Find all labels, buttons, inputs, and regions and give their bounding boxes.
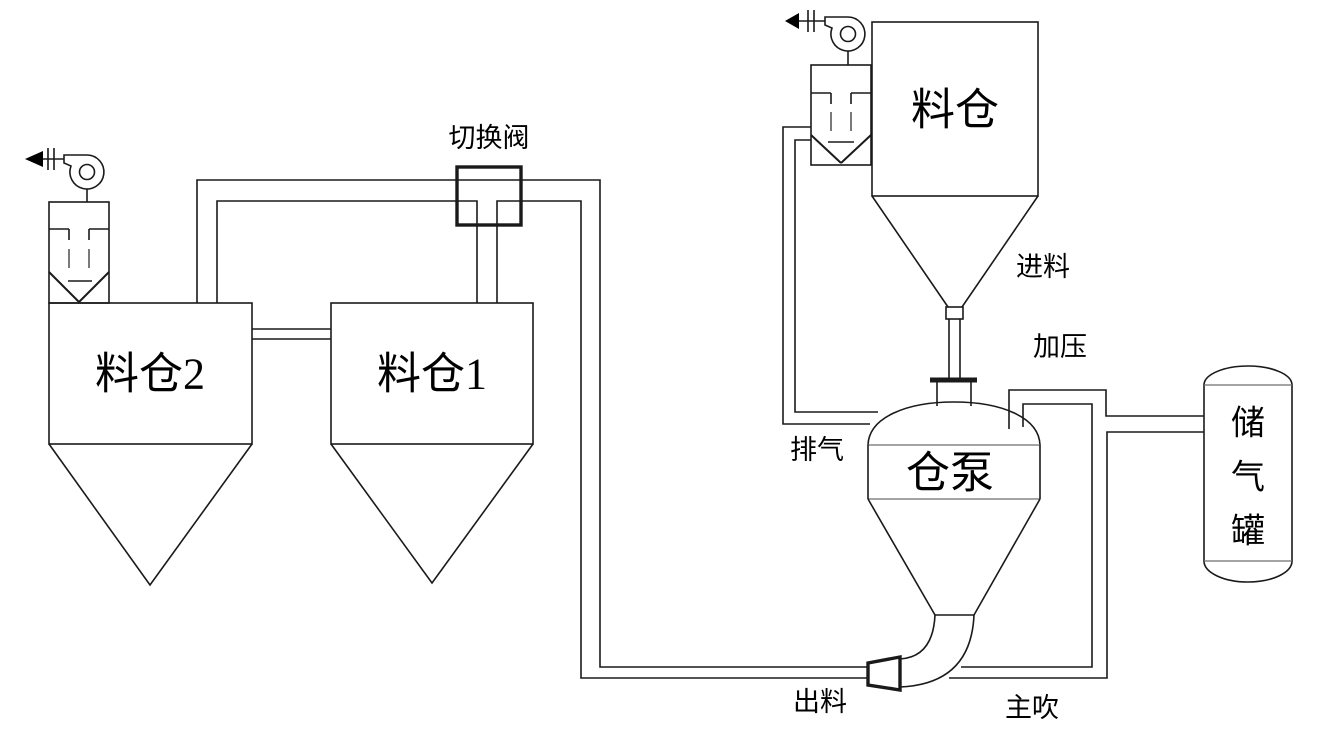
pipe-main-blow	[949, 403, 1204, 679]
pump-label: 仓泵	[906, 449, 994, 498]
gas-tank: 储 气 罐	[1203, 365, 1293, 583]
pipe-pressurize	[1008, 389, 1204, 429]
feed-valve	[945, 306, 964, 320]
exhaust-label: 排气	[790, 435, 844, 465]
gas-tank-label-char3: 罐	[1231, 513, 1265, 551]
pump-vessel: 仓泵	[866, 401, 1041, 692]
air-out-arrow-right-icon	[785, 13, 799, 29]
main-blow-label: 主吹	[1005, 693, 1059, 723]
silo-2: 料仓2	[48, 302, 253, 587]
gas-tank-label-char2: 气	[1231, 459, 1265, 497]
air-out-arrow-left-icon	[25, 151, 43, 167]
pipe-exhaust	[782, 126, 878, 425]
gas-tank-label-char1: 储	[1231, 405, 1265, 443]
pressurize-label: 加压	[1033, 332, 1087, 362]
exhaust-fan-right-icon	[785, 10, 866, 65]
dust-filter-left	[48, 201, 110, 304]
silo-1: 料仓1	[330, 302, 534, 585]
switch-valve: 切换阀	[449, 123, 530, 227]
pipe-conveying	[196, 179, 869, 679]
discharge-elbow	[899, 614, 975, 688]
silo-2-label: 料仓2	[95, 350, 205, 399]
discharge-nozzle	[866, 654, 902, 692]
main-silo-label: 料仓	[911, 86, 999, 135]
dust-filter-right	[810, 64, 872, 166]
exhaust-fan-left-icon	[25, 148, 105, 202]
pipe-intersilo	[252, 328, 331, 340]
silo-1-label: 料仓1	[377, 350, 487, 399]
feed-label: 进料	[1016, 252, 1070, 282]
switch-valve-label: 切换阀	[449, 123, 530, 153]
discharge-label: 出料	[793, 687, 847, 717]
main-silo: 料仓	[871, 21, 1039, 406]
